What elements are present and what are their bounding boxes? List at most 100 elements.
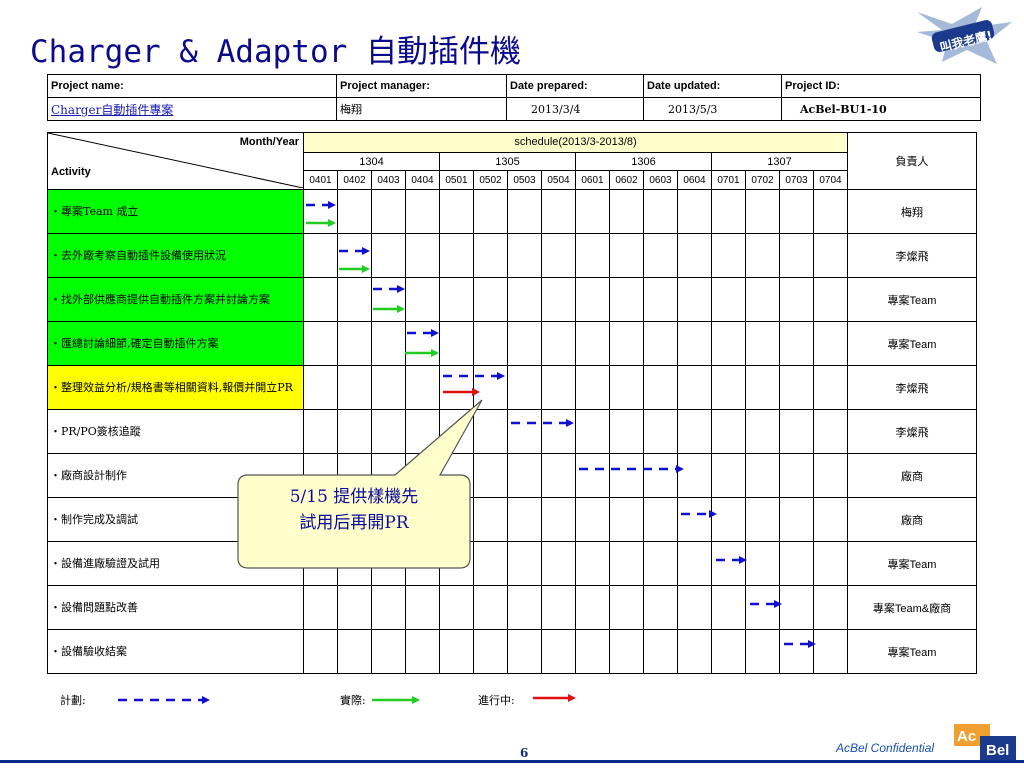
schedule-cell bbox=[575, 585, 610, 630]
table-row: ・找外部供應商提供自動插件方案并討論方案 專案Team bbox=[47, 277, 977, 322]
activity-cell: ・設備驗收結案 bbox=[47, 629, 304, 674]
schedule-cell bbox=[711, 497, 746, 542]
schedule-cell bbox=[779, 321, 814, 366]
callout-bubble bbox=[237, 399, 483, 569]
schedule-table: Month/Year Activity schedule(2013/3-2013… bbox=[47, 132, 977, 674]
schedule-cell bbox=[677, 365, 712, 410]
owner-cell: 專案Team bbox=[847, 541, 977, 586]
schedule-cell bbox=[609, 233, 644, 278]
project-name-label: Project name: bbox=[47, 74, 337, 98]
legend-actual-arrow-head bbox=[412, 696, 420, 704]
eagle-logo: 叫我老鷹! bbox=[917, 7, 1012, 64]
header-corner: Month/Year Activity bbox=[47, 132, 304, 190]
schedule-cell bbox=[745, 321, 780, 366]
schedule-cell bbox=[337, 365, 372, 410]
plan-arrow-head bbox=[676, 465, 684, 473]
schedule-cell bbox=[405, 365, 440, 410]
date-updated-value: 2013/5/3 bbox=[643, 97, 782, 121]
plan-arrow-head bbox=[328, 201, 336, 209]
activity-cell: ・整理效益分析/規格書等相關資料,報價并開立PR bbox=[47, 365, 304, 410]
plan-arrow-head bbox=[566, 419, 574, 427]
table-row: ・匯總討論細節,確定自動插件方案專案Team bbox=[47, 321, 977, 366]
owner-cell: 廠商 bbox=[847, 453, 977, 498]
schedule-cell bbox=[337, 189, 372, 234]
plan-arrow-head bbox=[774, 600, 782, 608]
schedule-cell bbox=[439, 189, 474, 234]
schedule-cell bbox=[575, 629, 610, 674]
schedule-cell bbox=[371, 629, 406, 674]
schedule-cell bbox=[609, 321, 644, 366]
plan-arrow-head bbox=[362, 247, 370, 255]
schedule-cell bbox=[405, 233, 440, 278]
schedule-cell bbox=[507, 233, 542, 278]
schedule-cell bbox=[677, 541, 712, 586]
activity-cell: ・去外廠考察自動插件設備使用狀況 bbox=[47, 233, 304, 278]
activity-label: Activity bbox=[51, 166, 91, 178]
actual-arrow-head bbox=[328, 219, 336, 227]
schedule-cell bbox=[473, 585, 508, 630]
schedule-cell bbox=[575, 541, 610, 586]
schedule-cell bbox=[337, 321, 372, 366]
owner-cell: 廠商 bbox=[847, 497, 977, 542]
callout-line-1: 5/15 提供樣機先 bbox=[289, 487, 419, 507]
owner-cell: 專案Team bbox=[847, 629, 977, 674]
schedule-cell bbox=[813, 453, 848, 498]
actual-arrow-head bbox=[397, 305, 405, 313]
schedule-cell bbox=[677, 629, 712, 674]
plan-arrow-head bbox=[739, 556, 747, 564]
schedule-cell bbox=[745, 189, 780, 234]
month-header: 1306 bbox=[575, 151, 712, 172]
legend-plan-label: 計劃: bbox=[60, 694, 86, 707]
schedule-cell bbox=[779, 233, 814, 278]
activity-cell: ・設備問題點改善 bbox=[47, 585, 304, 630]
schedule-cell bbox=[745, 453, 780, 498]
schedule-cell bbox=[745, 497, 780, 542]
schedule-cell bbox=[643, 321, 678, 366]
svg-text:Bel: Bel bbox=[986, 742, 1009, 759]
activity-cell: ・找外部供應商提供自動插件方案并討論方案 bbox=[47, 277, 304, 322]
schedule-cell bbox=[643, 629, 678, 674]
schedule-cell bbox=[541, 629, 576, 674]
legend-in-progress-label: 進行中: bbox=[478, 694, 515, 707]
schedule-cell bbox=[643, 541, 678, 586]
schedule-cell bbox=[507, 629, 542, 674]
table-row: ・去外廠考察自動插件設備使用狀況李燦飛 bbox=[47, 233, 977, 278]
owner-cell: 李燦飛 bbox=[847, 365, 977, 410]
table-row: ・設備問題點改善專案Team&廠商 bbox=[47, 585, 977, 630]
table-row: ・整理效益分析/規格書等相關資料,報價并開立PR 李燦飛 bbox=[47, 365, 977, 410]
schedule-cell bbox=[575, 453, 610, 498]
owner-cell: 專案Team bbox=[847, 277, 977, 322]
schedule-cell bbox=[575, 189, 610, 234]
schedule-cell bbox=[303, 321, 338, 366]
schedule-cell bbox=[473, 541, 508, 586]
schedule-cell bbox=[711, 585, 746, 630]
schedule-cell bbox=[507, 453, 542, 498]
schedule-cell bbox=[371, 585, 406, 630]
schedule-cell bbox=[779, 189, 814, 234]
month-header: 1307 bbox=[711, 151, 848, 172]
owner-cell: 李燦飛 bbox=[847, 409, 977, 454]
date-prepared-label: Date prepared: bbox=[506, 74, 644, 98]
project-name-link[interactable]: Charger自動插件專案 bbox=[51, 102, 174, 117]
in-progress-arrow-head bbox=[472, 388, 480, 396]
schedule-cell bbox=[575, 277, 610, 322]
schedule-cell bbox=[507, 585, 542, 630]
schedule-cell bbox=[711, 629, 746, 674]
schedule-cell bbox=[405, 629, 440, 674]
schedule-cell bbox=[609, 409, 644, 454]
table-row: ・設備驗收結案 專案Team bbox=[47, 629, 977, 674]
legend-plan-arrow-head bbox=[202, 696, 210, 704]
schedule-cell bbox=[813, 585, 848, 630]
callout-note: 5/15 提供樣機先 試用后再開PR bbox=[240, 484, 468, 536]
schedule-cell bbox=[813, 365, 848, 410]
schedule-cell bbox=[779, 585, 814, 630]
confidential-label: AcBel Confidential bbox=[836, 741, 935, 755]
plan-arrow-head bbox=[431, 329, 439, 337]
schedule-cell bbox=[711, 321, 746, 366]
schedule-cell bbox=[303, 277, 338, 322]
schedule-cell bbox=[337, 629, 372, 674]
project-info-table: Project name: Project manager: Date prep… bbox=[47, 74, 981, 121]
plan-arrow-head bbox=[397, 285, 405, 293]
schedule-cell bbox=[813, 189, 848, 234]
date-updated-label: Date updated: bbox=[643, 74, 782, 98]
